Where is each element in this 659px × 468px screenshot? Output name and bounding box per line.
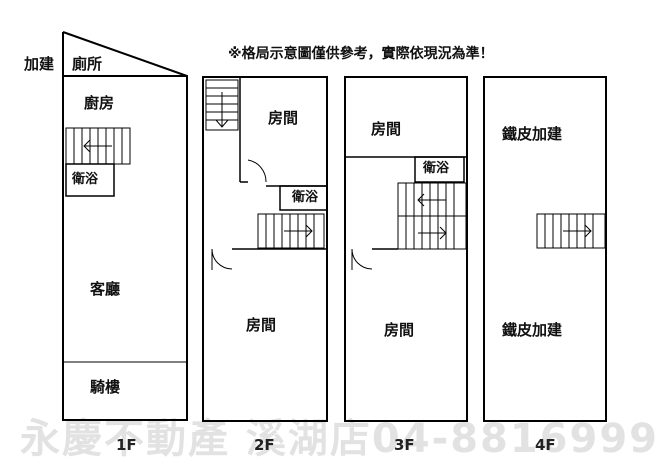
floor1-annex-label: 加建 bbox=[24, 55, 55, 73]
floor2-plan bbox=[202, 76, 328, 422]
floor1-bathroom-label: 衛浴 bbox=[72, 172, 99, 187]
floor2-bathroom-label: 衛浴 bbox=[292, 190, 319, 205]
floor3-room-bottom-label: 房間 bbox=[384, 321, 415, 339]
floor2-room-top-label: 房間 bbox=[268, 109, 299, 127]
floor2-bathroom-box bbox=[279, 185, 328, 211]
floor2-top-room-walls bbox=[239, 77, 327, 187]
floor3-outline bbox=[344, 76, 468, 422]
floor-plan-diagram: 永慶不動產 溪湖店04-8816999 bbox=[20, 31, 657, 462]
floor-plan-lines bbox=[62, 31, 607, 422]
floor4-outline bbox=[483, 76, 607, 422]
floor1-living-room-label: 客廳 bbox=[90, 280, 121, 298]
floor4-steel-top-label: 鐵皮加建 bbox=[502, 125, 563, 143]
floor3-room-top-label: 房間 bbox=[371, 120, 402, 138]
floor1-kitchen-label: 廚房 bbox=[84, 94, 115, 112]
floor-label-1f: 1F bbox=[116, 436, 137, 454]
floor2-door-arc-bottom bbox=[211, 248, 233, 270]
floor1-plan bbox=[62, 31, 188, 421]
floor1-outline bbox=[62, 31, 188, 421]
disclaimer-note: ※格局示意圖僅供參考，實際依現況為準！ bbox=[228, 46, 494, 62]
floor-label-2f: 2F bbox=[254, 436, 275, 454]
floor1-arcade-label: 騎樓 bbox=[90, 378, 121, 396]
floor1-toilet-label: 廁所 bbox=[72, 55, 103, 73]
floor3-plan bbox=[344, 76, 468, 422]
watermark: 永慶不動產 溪湖店04-8816999 bbox=[20, 416, 659, 462]
floor4-plan bbox=[483, 76, 607, 422]
floor2-door-arc-top bbox=[247, 159, 267, 183]
floor2-stairs-top bbox=[205, 79, 239, 131]
floor-label-3f: 3F bbox=[394, 436, 415, 454]
floor4-steel-bottom-label: 鐵皮加建 bbox=[502, 321, 563, 339]
floor3-bathroom-box bbox=[414, 156, 465, 183]
floor1-stairs bbox=[65, 127, 131, 165]
floor3-bathroom-label: 衛浴 bbox=[423, 161, 450, 176]
floor2-stairs-mid bbox=[257, 213, 325, 249]
floor3-stairs bbox=[397, 182, 467, 250]
floor2-room-bottom-label: 房間 bbox=[246, 316, 277, 334]
floor4-stairs bbox=[536, 213, 606, 249]
floor3-door-arc bbox=[351, 248, 373, 270]
floor-label-4f: 4F bbox=[535, 436, 556, 454]
